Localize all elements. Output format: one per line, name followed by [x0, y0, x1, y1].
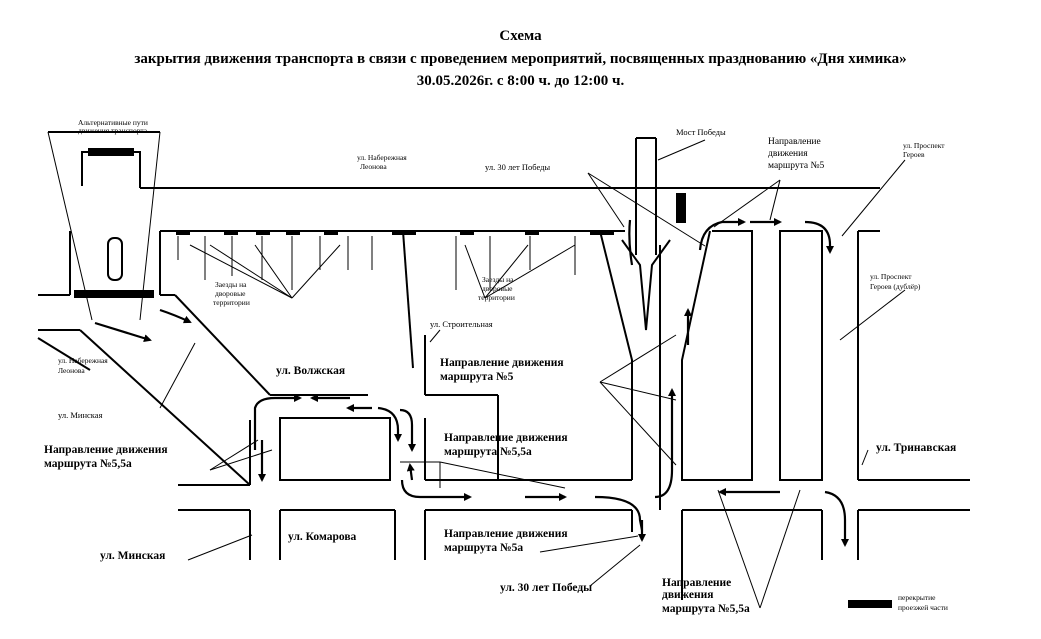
zaezdy-mid-3: территории	[478, 293, 515, 302]
page-title: Схема	[499, 28, 542, 44]
route55a-bottom-2: движения	[662, 589, 713, 601]
minskaya-top-label: ул. Минская	[58, 410, 103, 420]
komarova-label: ул. Комарова	[288, 531, 357, 543]
route55a-left-2: маршрута №5,5а	[44, 458, 132, 470]
route5-top-3: маршрута №5	[768, 161, 825, 171]
route55a-bottom-3: маршрута №5,5а	[662, 603, 750, 615]
road-outlines	[37, 131, 970, 600]
route5-top-1: Направление	[768, 137, 821, 147]
closure-bars	[74, 148, 892, 608]
let30-bottom-label: ул. 30 лет Победы	[500, 582, 592, 594]
alt-paths-label-2: движения транспорта	[78, 126, 148, 135]
naberezhnaya-top-1: ул. Набережная	[357, 153, 407, 162]
prospekt-dubler-1: ул. Проспект	[870, 272, 912, 281]
prospekt-geroev-2: Героев	[903, 150, 925, 159]
minskaya-bottom-label: ул. Минская	[100, 550, 165, 562]
route55a-bottom-1: Направление	[662, 577, 731, 589]
zaezdy-left-1: Заезды на	[215, 280, 247, 289]
route55a-mid-1: Направление движения	[444, 432, 568, 444]
stroitelnaya-label: ул. Строительная	[430, 319, 493, 329]
most-pobedy-label: Мост Победы	[676, 127, 726, 137]
naberezhnaya-left-2: Леонова	[58, 366, 85, 375]
alt-paths-label-1: Альтернативные пути	[78, 118, 148, 127]
route5-mid-2: маршрута №5	[440, 371, 514, 383]
driveway-ticks	[177, 236, 576, 290]
let30-top-label: ул. 30 лет Победы	[485, 162, 550, 172]
route5-top-2: движения	[768, 149, 808, 159]
legend-swatch	[848, 600, 892, 608]
route5a-1: Направление движения	[444, 528, 568, 540]
naberezhnaya-left-1: ул. Набережная	[58, 356, 108, 365]
route5a-2: маршрута №5а	[444, 542, 523, 554]
zaezdy-mid-2: дворовые	[482, 284, 513, 293]
prospekt-dubler-2: Героев (дублёр)	[870, 282, 921, 291]
prospekt-geroev-1: ул. Проспект	[903, 141, 945, 150]
zaezdy-mid-1: Заезды на	[482, 275, 514, 284]
legend-label-1: перекрытие	[898, 593, 936, 602]
zaezdy-left-2: дворовые	[215, 289, 246, 298]
route-arrows	[94, 218, 849, 547]
pointer-lines	[159, 139, 906, 609]
volzhskaya-label: ул. Волжская	[276, 365, 345, 377]
naberezhnaya-top-2: Леонова	[360, 162, 387, 171]
route55a-left-1: Направление движения	[44, 444, 168, 456]
route55a-mid-2: маршрута №5,5а	[444, 446, 532, 458]
zaezdy-left-3: территории	[213, 298, 250, 307]
date-line: 30.05.2026г. с 8:00 ч. до 12:00 ч.	[416, 73, 625, 89]
trinavskaya-label: ул. Тринавская	[876, 442, 956, 454]
route5-mid-1: Направление движения	[440, 357, 564, 369]
street-labels: Альтернативные пути движения транспорта …	[44, 118, 956, 615]
legend-label-2: проезжей части	[898, 603, 948, 612]
page-subtitle: закрытия движения транспорта в связи с п…	[134, 51, 907, 67]
